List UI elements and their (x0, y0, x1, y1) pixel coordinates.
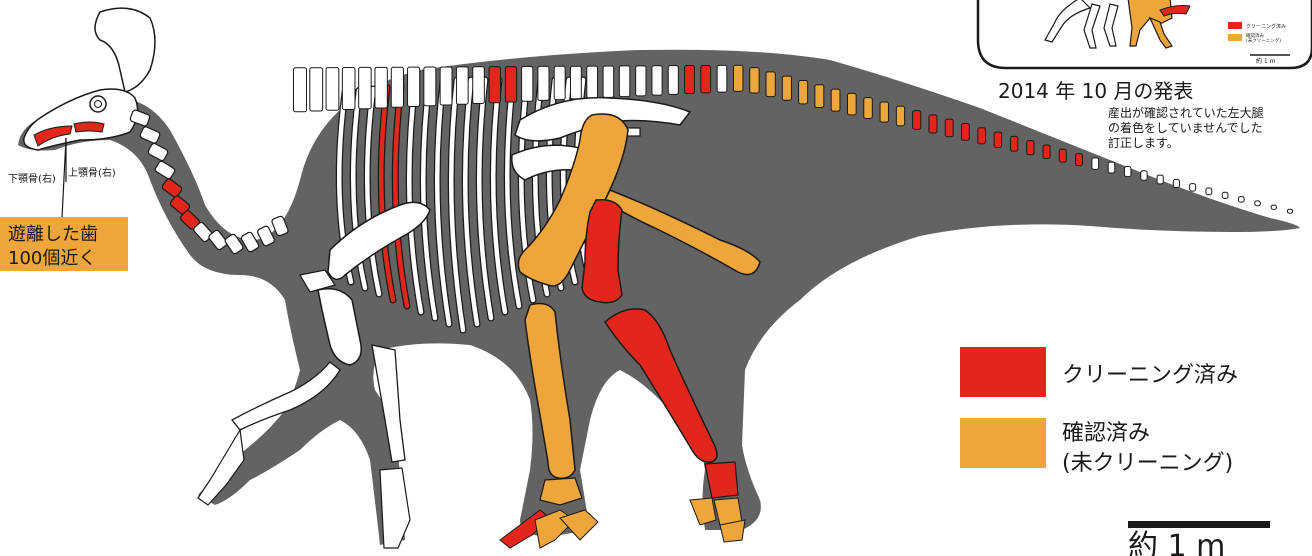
manus-right (380, 468, 410, 548)
vertebra (310, 68, 323, 111)
vertebra (359, 67, 371, 108)
crest (95, 8, 155, 92)
vertebra (685, 66, 695, 94)
vertebra (375, 67, 387, 108)
vertebra (864, 98, 873, 119)
orbit (90, 96, 106, 112)
scale-bar (1128, 521, 1270, 528)
vertebra (733, 65, 743, 91)
vertebra (473, 67, 485, 104)
inset-note-line3: 訂正します。 (1108, 135, 1179, 150)
label-lower-jaw: 下顎骨(右) (8, 172, 56, 185)
inset-note-line2: の着色をしていませんでした (1108, 120, 1263, 135)
vertebra (1124, 166, 1130, 176)
vertebra (782, 76, 791, 100)
vertebra (668, 66, 678, 95)
vertebra (424, 67, 436, 106)
vertebra (1141, 171, 1147, 180)
toe-left-1 (690, 498, 716, 525)
vertebra (538, 66, 549, 100)
vertebra (456, 67, 468, 104)
vertebra (1239, 197, 1245, 203)
vertebra (929, 115, 937, 133)
vertebra (701, 65, 711, 92)
vertebra (1027, 141, 1034, 155)
vertebra (962, 123, 970, 140)
vertebra (896, 106, 904, 125)
teeth-label-line2: 100個近く (8, 248, 96, 269)
legend-cleaned-label: クリーニング済み (1062, 363, 1238, 388)
vertebra (717, 65, 727, 92)
vertebra (978, 128, 986, 144)
vertebra (1271, 205, 1276, 209)
vertebra (570, 66, 581, 99)
legend-confirmed-swatch (960, 418, 1046, 468)
legend-confirmed-line2: (未クリーニング) (1062, 451, 1233, 476)
vertebra (913, 111, 921, 130)
inset-legend-cleaned: クリーニング済み (1246, 23, 1286, 30)
vertebra (847, 93, 856, 114)
upper-jaw-right (74, 122, 104, 132)
inset-legend-cleaned-swatch (1228, 22, 1242, 29)
vertebra (408, 67, 420, 106)
vertebra (587, 66, 598, 98)
vertebra (619, 66, 629, 97)
legend-confirmed-line1: 確認済み (1062, 421, 1150, 446)
vertebra (1010, 136, 1017, 151)
inset-title: 2014 年 10 月の発表 (998, 79, 1193, 103)
vertebra (1043, 145, 1050, 158)
teeth-label-line1: 遊離した歯 (8, 224, 98, 245)
vertebra (815, 85, 824, 108)
vertebra (391, 67, 403, 107)
inset-scale-label: 約 1 m (1256, 57, 1276, 65)
vertebra (766, 72, 775, 97)
vertebra (880, 102, 888, 122)
vertebra (440, 67, 452, 105)
vertebra (1206, 188, 1212, 195)
vertebra (505, 67, 516, 102)
vertebra (1287, 209, 1292, 213)
label-upper-jaw: 上顎骨(右) (68, 166, 116, 179)
vertebra (945, 119, 953, 136)
vertebra (652, 66, 662, 95)
vertebra (603, 66, 614, 97)
vertebra (326, 68, 339, 111)
vertebra (489, 67, 500, 103)
vertebra (554, 66, 565, 99)
vertebra (799, 80, 808, 103)
vertebra (294, 68, 307, 112)
legend-cleaned-swatch (960, 347, 1046, 397)
vertebra (1092, 158, 1099, 169)
inset-panel: クリーニング済み 確認済み (未クリーニング) 約 1 m (978, 0, 1312, 68)
vertebra (636, 66, 646, 96)
vertebra (1157, 175, 1163, 184)
vertebra (750, 68, 759, 93)
vertebra (1076, 154, 1083, 166)
vertebra (1173, 179, 1179, 187)
inset-legend-confirmed-line2: (未クリーニング) (1246, 37, 1281, 44)
vertebra (1059, 149, 1066, 162)
inset-legend-confirmed-swatch (1228, 34, 1242, 41)
vertebra (1190, 184, 1196, 192)
inset-note-line1: 産出が確認されていた左大腿 (1108, 105, 1264, 120)
vertebra (522, 66, 533, 101)
vertebra (1108, 162, 1115, 173)
vertebra (831, 89, 840, 111)
vertebra (1222, 192, 1228, 198)
vertebra (994, 132, 1002, 147)
scale-label: 約 1 m (1128, 529, 1225, 556)
vertebra (1255, 201, 1260, 206)
inset-legend-confirmed-line1: 確認済み (1246, 32, 1264, 39)
vertebra (342, 68, 355, 110)
